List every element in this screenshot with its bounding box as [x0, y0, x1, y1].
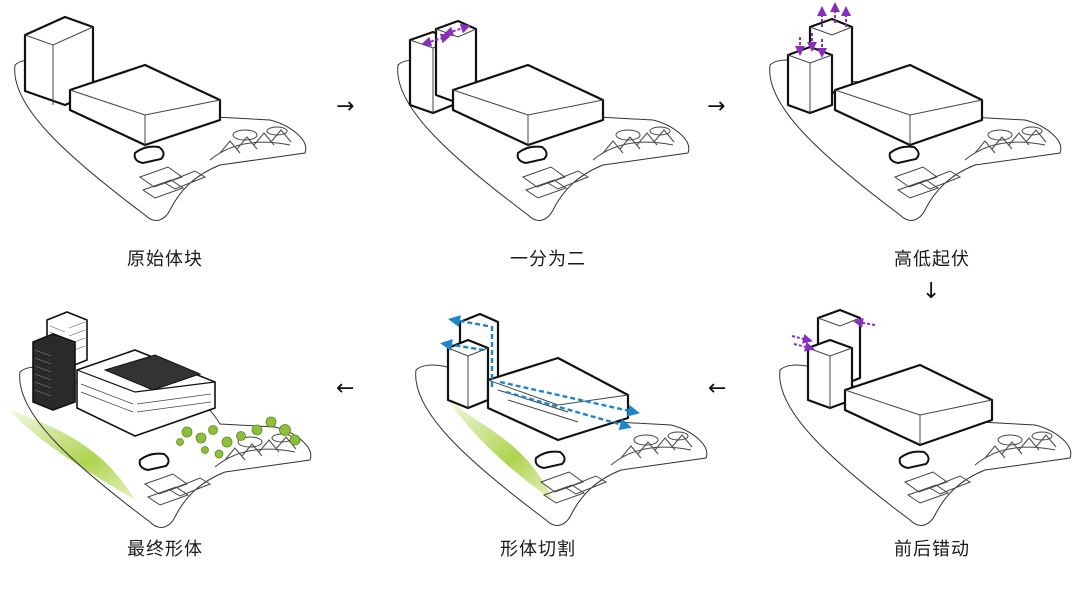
panel-split-in-two: 一分为二 [388, 5, 708, 275]
panel-original-mass: 原始体块 [5, 5, 325, 275]
caption-form-cutting: 形体切割 [500, 539, 576, 560]
arrow-left-1: ← [708, 376, 727, 401]
split-in-two-drawing [396, 19, 690, 222]
panel-final-form: 最终形体 [5, 300, 325, 570]
caption-final-form: 最终形体 [127, 539, 203, 560]
arrow-right-2: → [707, 94, 726, 119]
caption-height-variation: 高低起伏 [894, 249, 970, 270]
front-back-offset-drawing [778, 308, 1072, 527]
panel-form-cutting: 形体切割 [388, 300, 708, 570]
arrow-left-2: ← [336, 376, 355, 401]
panel-height-variation: 高低起伏 [760, 2, 1080, 275]
caption-original-mass: 原始体块 [127, 249, 203, 270]
caption-front-back-offset: 前后错动 [894, 539, 970, 560]
form-cutting-drawing [414, 312, 708, 527]
arrow-right-1: → [336, 94, 355, 119]
final-form-drawing [10, 311, 312, 529]
height-variation-drawing [768, 2, 1062, 222]
original-mass-drawing [13, 15, 307, 222]
arrow-down: ↓ [922, 279, 941, 304]
panel-front-back-offset: 前后错动 [760, 300, 1080, 570]
caption-split-in-two: 一分为二 [510, 249, 586, 270]
